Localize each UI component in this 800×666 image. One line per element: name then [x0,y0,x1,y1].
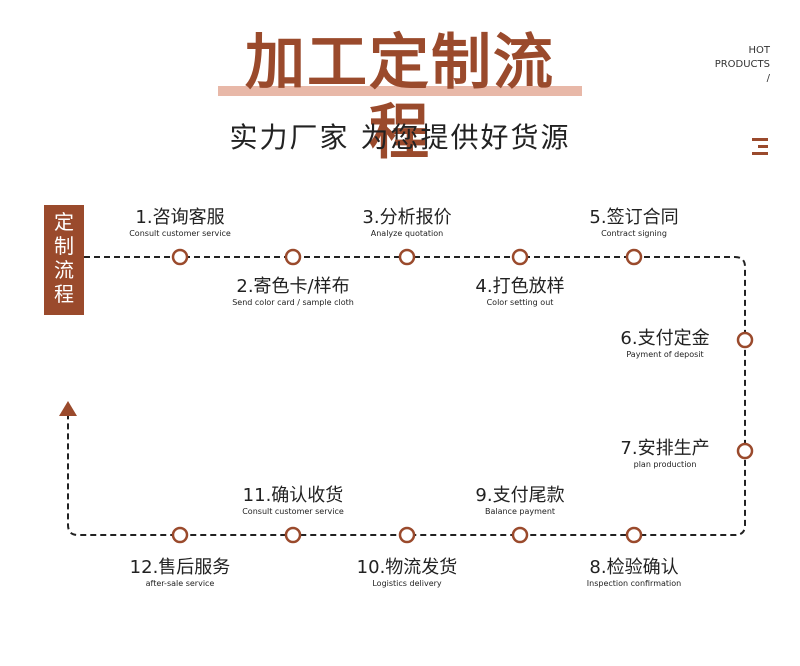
flow-path [67,256,746,536]
side-label-char: 程 [54,282,74,306]
step-11: 11.确认收货 Consult customer service [203,485,383,517]
side-label-char: 定 [54,210,74,234]
step-8: 8.检验确认 Inspection confirmation [544,557,724,589]
page-subtitle: 实力厂家 为您提供好货源 [229,121,571,154]
step-4-title: 4.打色放样 [475,276,565,297]
side-label-char: 制 [54,234,74,258]
step-9: 9.支付尾款 Balance payment [430,485,610,517]
step-node-11 [284,526,302,544]
side-label: 定 制 流 程 [44,205,84,315]
side-label-char: 流 [54,258,74,282]
step-node-8 [625,526,643,544]
title-block: 加工定制流程 [218,28,582,168]
step-7-title: 7.安排生产 [620,438,710,459]
hot-line-3: / [766,73,770,84]
step-6-title: 6.支付定金 [620,328,710,349]
step-8-subtitle: Inspection confirmation [586,579,682,588]
step-5: 5.签订合同 Contract signing [544,207,724,239]
step-5-subtitle: Contract signing [601,229,667,238]
step-9-title: 9.支付尾款 [475,485,565,506]
step-4: 4.打色放样 Color setting out [430,276,610,308]
title-underline [218,86,582,96]
step-node-3 [398,248,416,266]
step-node-2 [284,248,302,266]
step-11-subtitle: Consult customer service [242,507,344,516]
step-node-10 [398,526,416,544]
step-10-title: 10.物流发货 [356,557,458,578]
arrow-up-icon [59,401,77,416]
step-node-12 [171,526,189,544]
step-node-9 [511,526,529,544]
step-node-1 [171,248,189,266]
step-12-title: 12.售后服务 [129,557,231,578]
menu-icon[interactable] [752,138,770,158]
step-12-subtitle: after-sale service [145,579,215,588]
step-1: 1.咨询客服 Consult customer service [90,207,270,239]
step-4-subtitle: Color setting out [486,298,554,307]
step-1-subtitle: Consult customer service [129,229,231,238]
hot-line-2: PRODUCTS [714,59,770,70]
hot-line-1: HOT [748,45,771,56]
step-7-subtitle: plan production [633,460,697,469]
step-1-title: 1.咨询客服 [135,207,225,228]
step-node-7 [736,442,754,460]
page-title: 加工定制流程 [245,28,555,168]
step-8-title: 8.检验确认 [589,557,679,578]
step-node-4 [511,248,529,266]
hot-products-tag: HOT PRODUCTS / [715,44,770,86]
step-2-title: 2.寄色卡/样布 [236,276,350,297]
step-11-title: 11.确认收货 [242,485,344,506]
step-3-title: 3.分析报价 [362,207,452,228]
step-6-subtitle: Payment of deposit [626,350,704,359]
step-12: 12.售后服务 after-sale service [90,557,270,589]
step-node-5 [625,248,643,266]
step-7: 7.安排生产 plan production [575,438,755,470]
step-node-6 [736,331,754,349]
step-6: 6.支付定金 Payment of deposit [575,328,755,360]
step-10-subtitle: Logistics delivery [372,579,442,588]
step-9-subtitle: Balance payment [484,507,556,516]
step-3: 3.分析报价 Analyze quotation [317,207,497,239]
step-2-subtitle: Send color card / sample cloth [232,298,354,307]
step-2: 2.寄色卡/样布 Send color card / sample cloth [203,276,383,308]
step-10: 10.物流发货 Logistics delivery [317,557,497,589]
step-3-subtitle: Analyze quotation [370,229,444,238]
step-5-title: 5.签订合同 [589,207,679,228]
